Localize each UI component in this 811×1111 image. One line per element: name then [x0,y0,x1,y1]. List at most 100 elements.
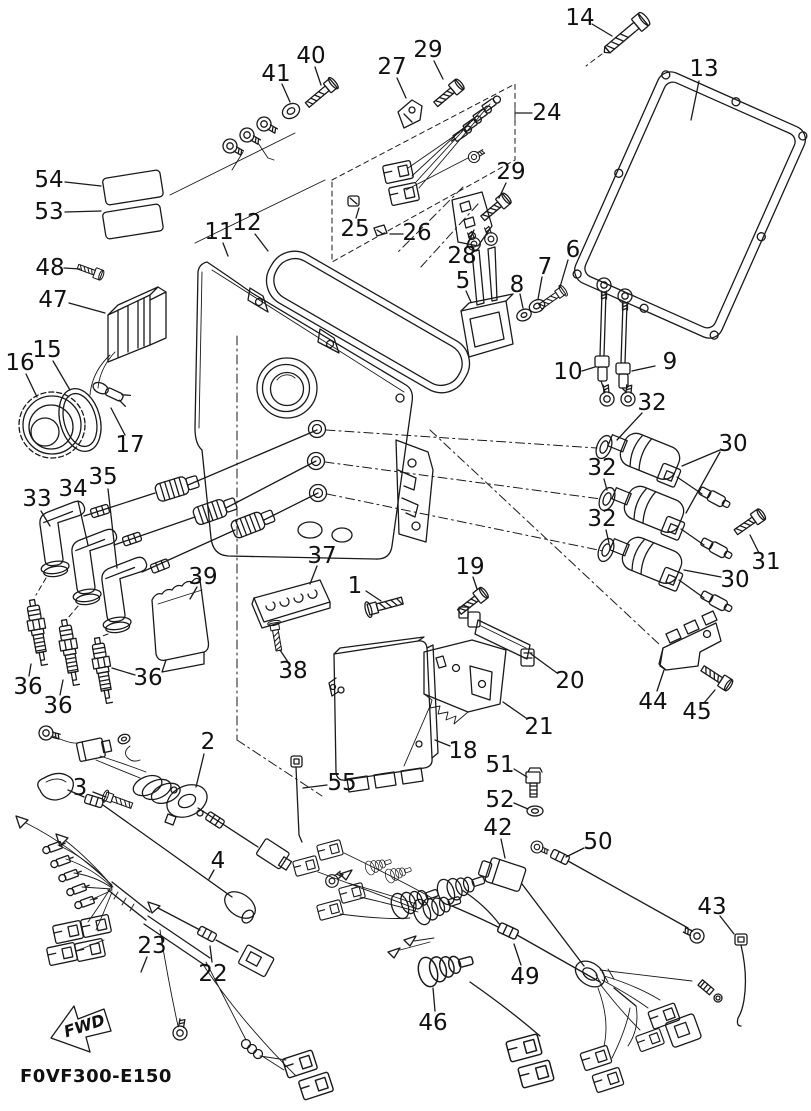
part-callout-26: 26 [402,220,431,246]
callout-leader-36 [28,663,32,677]
part-gasket-12 [265,250,471,394]
callout-leader-37 [309,565,318,585]
part-callout-2: 2 [201,729,216,755]
callout-leader-38 [279,649,289,663]
callout-leader-32 [616,412,643,441]
callout-leader-43 [719,915,735,935]
part-spark-plug-36c [87,635,118,706]
part-bolt-51 [525,767,543,798]
part-callout-14: 14 [565,5,594,31]
part-holder-39 [151,577,210,673]
callout-leader-35 [107,488,118,569]
callout-leader-9 [631,365,656,372]
part-relay-assy-2 [36,723,293,871]
part-screw-29a [430,77,467,110]
callout-leader-30 [681,449,721,467]
part-screw-48 [75,261,106,282]
part-callout-47: 47 [38,287,67,313]
part-cable-tie-43 [734,933,748,1027]
part-sticker-54 [102,169,164,206]
callout-leader-20 [530,653,558,674]
part-callout-8: 8 [510,272,525,298]
part-callout-36: 36 [133,665,162,691]
part-callout-51: 51 [485,752,514,778]
part-callout-3: 3 [73,775,88,801]
part-callout-22: 22 [198,961,227,987]
part-callout-55: 55 [327,770,356,796]
callout-leader-23 [140,956,148,973]
callout-leader-11 [222,242,229,257]
part-washer-41 [281,102,301,120]
part-callout-9: 9 [663,349,678,375]
callout-leader-32 [603,478,608,491]
clip-26 [373,224,388,237]
callout-leader-21 [502,701,527,719]
part-harness-cluster-br [574,960,723,1094]
part-callout-24: 24 [532,100,561,126]
part-callout-29: 29 [413,37,442,63]
part-bracket-44 [658,610,722,671]
part-relay-5 [460,224,514,358]
callout-leader-54 [64,181,102,187]
part-callout-7: 7 [538,254,553,280]
part-ring-terminals [219,113,281,171]
callout-leader-16 [25,373,38,398]
part-callout-36: 36 [13,674,42,700]
callout-leader-30 [685,451,721,514]
callout-leader-3 [92,791,107,798]
callout-leader-31 [749,534,760,554]
callout-leader-8 [519,293,524,309]
callout-leader-46 [432,987,436,1012]
part-callout-45: 45 [682,699,711,725]
callout-leader-47 [68,302,106,314]
part-lead-10 [594,277,616,408]
part-cable-22 [147,901,275,978]
callout-leader-22 [209,945,213,963]
part-washer-52 [526,805,544,817]
part-plug-wires [31,429,319,638]
part-callout-4: 4 [211,848,226,874]
callout-leader-51 [513,768,528,778]
callout-leader-41 [281,83,291,103]
part-callout-30: 30 [718,431,747,457]
part-callout-25: 25 [340,216,369,242]
callout-leader-19 [472,576,478,590]
part-callout-17: 17 [115,432,144,458]
part-callout-42: 42 [483,815,512,841]
part-callout-44: 44 [638,689,667,715]
part-callout-16: 16 [5,350,34,376]
part-sticker-53 [102,203,164,240]
part-callout-41: 41 [261,61,290,87]
part-gasket-13 [572,70,808,340]
callout-leader-25 [355,207,360,219]
part-knob-16 [18,391,86,459]
callout-leader-4 [208,869,215,880]
callout-leader-32 [605,529,610,544]
callout-leader-17 [110,407,126,436]
part-callout-10: 10 [553,359,582,385]
part-clamp-plate-37 [251,579,331,629]
part-ecu-18 [328,636,439,793]
part-callout-32: 32 [587,455,616,481]
construction-lines [169,53,661,797]
callout-leader-34 [77,500,89,546]
callout-leader-1 [365,590,382,602]
part-callout-31: 31 [751,549,780,575]
callout-leader-6 [559,259,569,288]
part-bracket-20 [458,606,535,667]
callout-leader-28 [466,229,475,247]
part-callout-6: 6 [566,237,581,263]
part-housing-11 [194,261,434,560]
part-callout-34: 34 [58,476,87,502]
callout-leader-50 [565,847,585,858]
callout-leader-10 [581,366,596,372]
part-bolt-14 [603,11,651,54]
callout-leader-18 [434,739,451,747]
callout-leader-27 [396,77,407,99]
callout-leader-36 [111,667,136,676]
part-callout-54: 54 [34,167,63,193]
callout-leader-49 [513,943,522,966]
part-bolt-40 [304,76,339,108]
